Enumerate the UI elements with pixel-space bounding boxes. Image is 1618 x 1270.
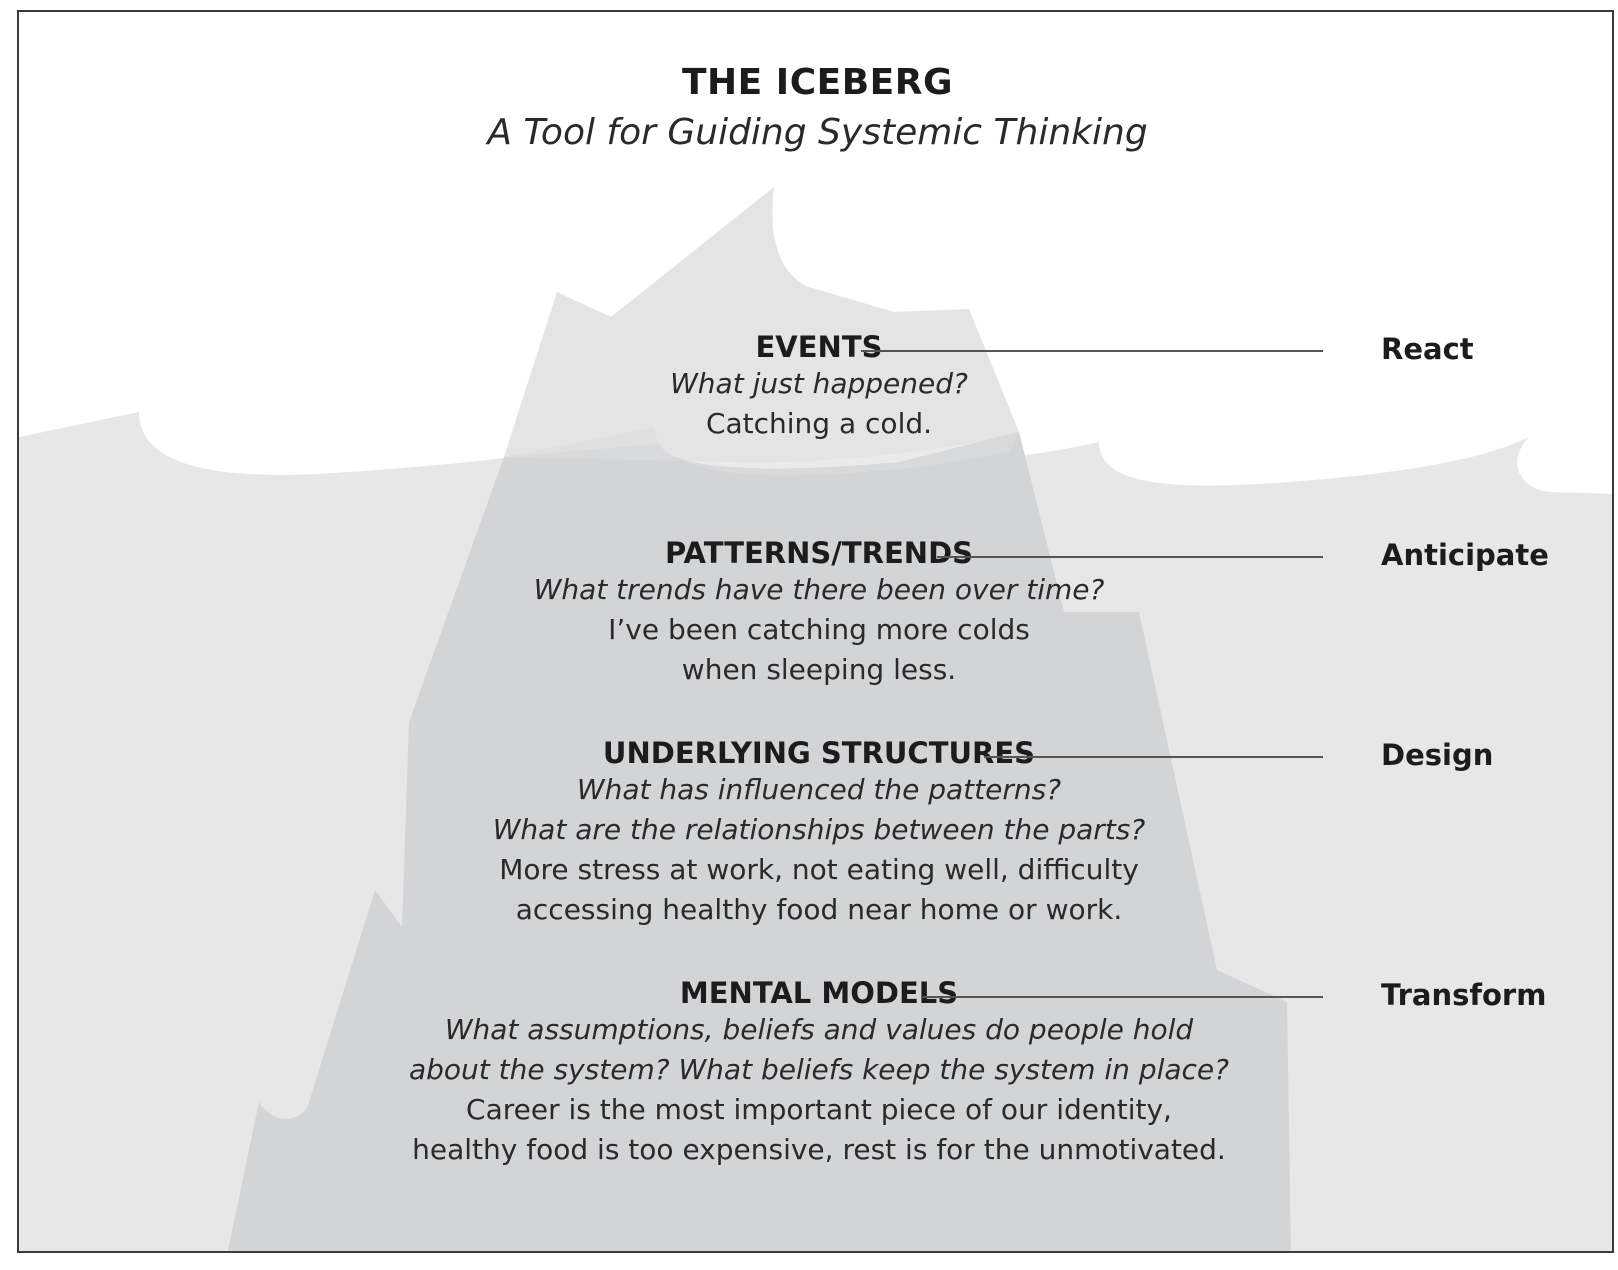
level-mental-models: MENTAL MODELS What assumptions, beliefs …: [319, 976, 1319, 1170]
connector-line: [937, 556, 1323, 558]
level-patterns-trends: PATTERNS/TRENDS What trends have there b…: [319, 536, 1319, 690]
action-label-react: React: [1381, 332, 1474, 366]
diagram-title: THE ICEBERG: [681, 62, 954, 103]
level-example: Catching a cold.: [705, 407, 933, 440]
iceberg-submerged: [227, 432, 1291, 1251]
level-example: More stress at work, not eating well, di…: [499, 853, 1139, 886]
level-events: EVENTS What just happened? Catching a co…: [319, 330, 1319, 444]
level-example: when sleeping less.: [681, 653, 957, 686]
connector-line: [861, 350, 1323, 352]
level-question: What has influenced the patterns?: [576, 773, 1062, 806]
level-example: accessing healthy food near home or work…: [515, 893, 1123, 926]
level-question: What assumptions, beliefs and values do …: [444, 1013, 1194, 1046]
level-heading: UNDERLYING STRUCTURES: [602, 736, 1036, 770]
level-question: What are the relationships between the p…: [492, 813, 1146, 846]
action-label-anticipate: Anticipate: [1381, 538, 1549, 572]
action-label-transform: Transform: [1381, 978, 1547, 1012]
level-question: What trends have there been over time?: [533, 573, 1105, 606]
action-label-design: Design: [1381, 738, 1494, 772]
level-example: healthy food is too expensive, rest is f…: [412, 1133, 1226, 1166]
water-surface-overlay: [504, 427, 1019, 476]
level-heading: MENTAL MODELS: [679, 976, 959, 1010]
connector-line: [984, 756, 1323, 758]
level-question: What just happened?: [670, 367, 968, 400]
level-example: I’ve been catching more colds: [608, 613, 1030, 646]
diagram-frame: THE ICEBERG A Tool for Guiding Systemic …: [17, 10, 1614, 1253]
level-heading: EVENTS: [755, 330, 883, 364]
diagram-subtitle: A Tool for Guiding Systemic Thinking: [487, 112, 1148, 153]
level-example: Career is the most important piece of ou…: [466, 1093, 1172, 1126]
level-question: about the system? What beliefs keep the …: [408, 1053, 1230, 1086]
iceberg-illustration: [19, 187, 1612, 1251]
level-heading: PATTERNS/TRENDS: [664, 536, 974, 570]
iceberg-tip: [504, 187, 1019, 463]
connector-line: [921, 996, 1323, 998]
level-underlying-structures: UNDERLYING STRUCTURES What has influence…: [319, 736, 1319, 930]
